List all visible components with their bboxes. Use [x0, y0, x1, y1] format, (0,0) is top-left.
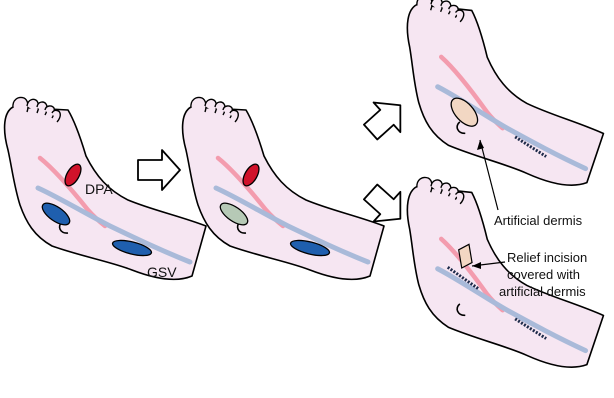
relief-incision-label-line2: covered with [507, 267, 580, 282]
arrow-right [138, 150, 180, 190]
foot-3 [400, 0, 611, 187]
relief-incision-label-line1: Relief incision [507, 250, 587, 265]
gsv-label: GSV [147, 264, 177, 280]
relief-incision-label-line3: artificial dermis [499, 284, 586, 299]
foot-2 [183, 97, 384, 279]
artificial-dermis-label: Artificial dermis [494, 213, 583, 228]
arrow-up-right [357, 90, 413, 146]
dpa-label: DPA [85, 181, 113, 197]
